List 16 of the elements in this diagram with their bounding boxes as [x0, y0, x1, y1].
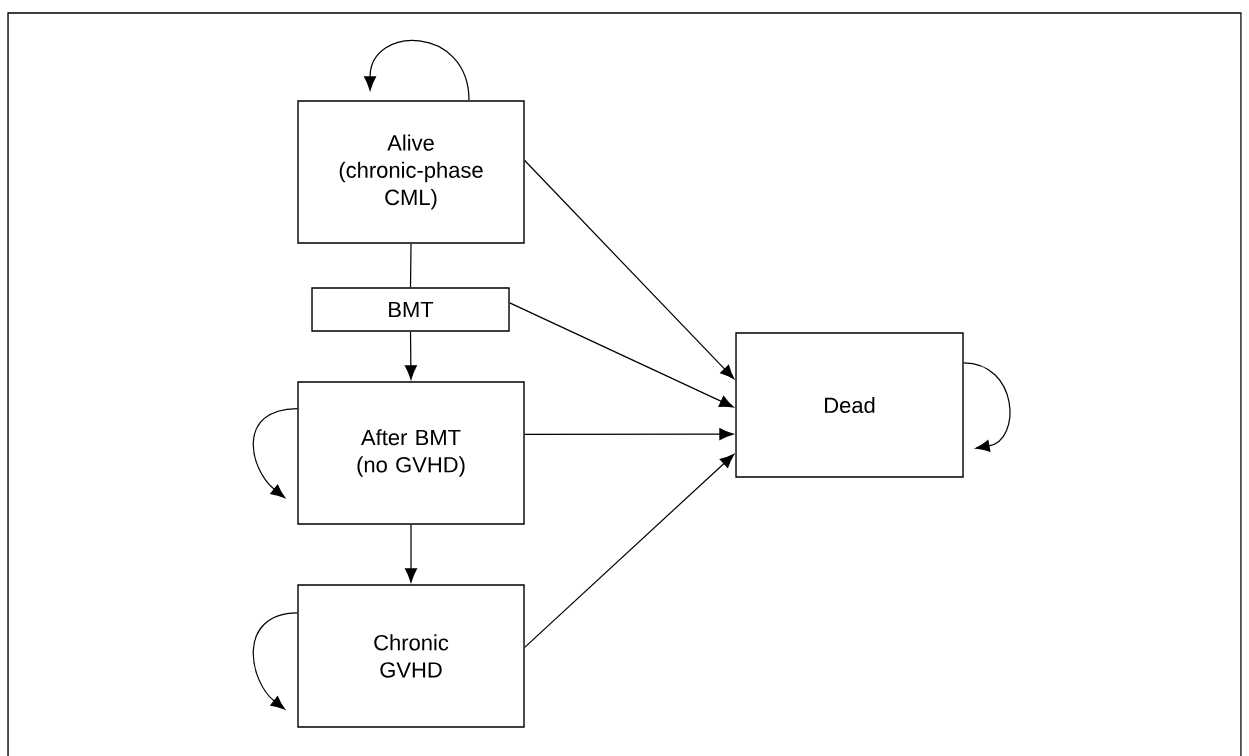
state-box: Dead: [735, 332, 964, 478]
loop-arrow: [252, 612, 298, 710]
loop-arrow: [963, 362, 1011, 452]
arrow: [524, 428, 734, 441]
arrow: [405, 524, 417, 583]
state-box: Chronic GVHD: [297, 584, 525, 728]
state-box: After BMT (no GVHD): [297, 381, 525, 525]
loop-arrow: [364, 40, 470, 101]
connector-line: [409, 243, 412, 288]
loop-arrow: [252, 407, 298, 499]
arrow: [509, 302, 734, 408]
arrow: [524, 159, 735, 380]
state-box: Alive (chronic-phase CML): [297, 100, 525, 244]
arrow: [404, 331, 417, 380]
state-box: BMT: [311, 287, 510, 332]
arrow: [524, 453, 735, 649]
